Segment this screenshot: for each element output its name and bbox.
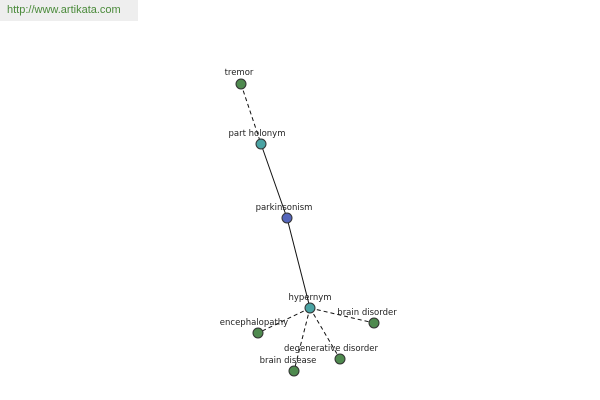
edge-parkinsonism-to-hypernym — [286, 217, 311, 309]
graph-labels: tremor part holonym parkinsonism hypernym br… — [220, 68, 397, 366]
label-brain-disease: brain disease — [260, 356, 317, 366]
graph-nodes — [235, 78, 380, 377]
graph-edges — [240, 83, 375, 372]
node-part-holonym[interactable] — [255, 138, 267, 150]
node-tremor[interactable] — [235, 78, 247, 90]
node-brain-disorder[interactable] — [368, 317, 380, 329]
label-part-holonym: part holonym — [229, 129, 286, 139]
label-brain-disorder: brain disorder — [337, 308, 397, 318]
node-parkinsonism[interactable] — [281, 212, 293, 224]
edge-part-holonym-to-parkinsonism — [260, 143, 288, 219]
node-degenerative-disorder[interactable] — [334, 353, 346, 365]
label-tremor: tremor — [225, 68, 254, 78]
edge-tremor-to-part-holonym — [240, 83, 262, 145]
node-hypernym[interactable] — [304, 302, 316, 314]
node-brain-disease[interactable] — [288, 365, 300, 377]
edge-hypernym-to-degenerative-disorder — [309, 307, 341, 360]
label-encephalopathy: encephalopathy — [220, 318, 288, 328]
node-encephalopathy[interactable] — [252, 327, 264, 339]
label-degenerative-disorder: degenerative disorder — [284, 344, 379, 354]
edge-hypernym-to-encephalopathy — [257, 307, 311, 334]
label-parkinsonism: parkinsonism — [256, 203, 313, 213]
label-hypernym: hypernym — [288, 293, 331, 303]
edge-hypernym-to-brain-disease — [293, 307, 311, 372]
edge-hypernym-to-brain-disorder — [309, 307, 375, 324]
watermark-url: http://www.artikata.com — [0, 0, 138, 21]
